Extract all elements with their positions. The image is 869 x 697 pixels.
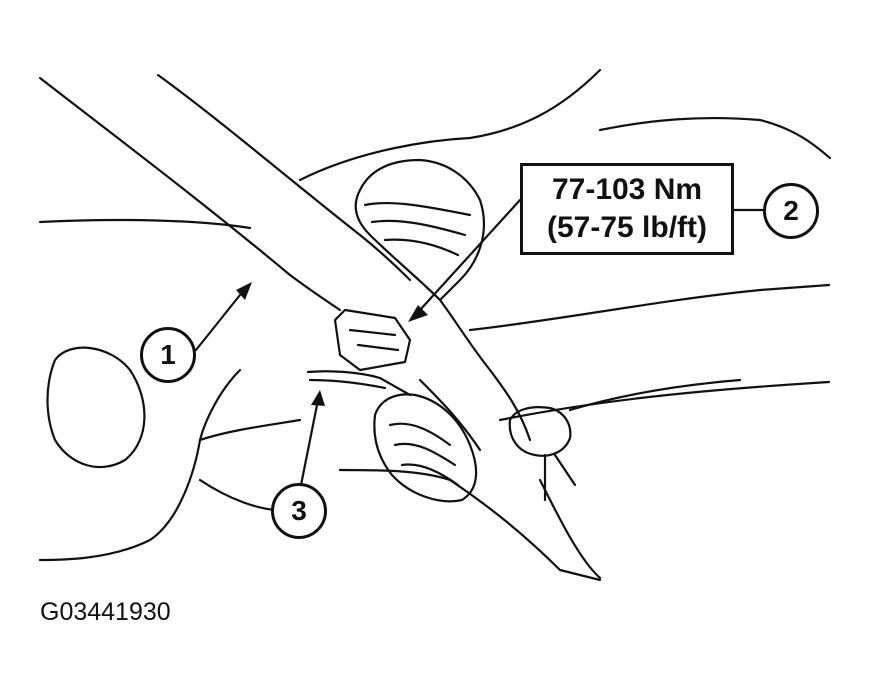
callout-2: 2: [763, 183, 819, 239]
lower-boot-rib-1: [388, 422, 452, 447]
arm-line-top: [38, 218, 252, 230]
callout-2-number: 2: [783, 195, 799, 226]
lower-boot-rib-2: [393, 442, 457, 467]
boot-rib-3: [383, 238, 460, 257]
lower-arm-line-2: [538, 478, 602, 580]
wrench-handle-top: [38, 76, 342, 312]
cotter-pin-2: [308, 378, 387, 390]
knuckle: [438, 298, 532, 442]
socket-inner-2: [356, 343, 400, 352]
lower-contour: [38, 368, 242, 562]
figure-id: G03441930: [40, 598, 171, 626]
lower-arm-line: [338, 468, 602, 582]
callout-3-number: 3: [291, 495, 307, 526]
torque-imperial: (57-75 lb/ft): [546, 211, 708, 244]
callout-3: 3: [271, 483, 327, 539]
leader-1: [194, 293, 242, 352]
callout-1-number: 1: [160, 339, 176, 370]
torque-metric: 77-103 Nm: [551, 173, 703, 206]
lower-boot: [373, 393, 478, 503]
arm-line-right-bottom: [498, 380, 831, 422]
lower-contour-2: [198, 418, 302, 442]
body-outline-right: [598, 116, 832, 160]
lower-arm-outline: [198, 478, 282, 512]
body-outline-upper: [298, 68, 602, 182]
socket: [333, 308, 412, 372]
leader-2: [418, 198, 522, 312]
knuckle-2: [418, 378, 482, 452]
torque-spec-box: 77-103 Nm (57-75 lb/ft): [520, 163, 734, 255]
lower-boot-rib-3: [400, 463, 460, 487]
tie-rod-line: [568, 378, 742, 412]
boot-rib-1: [363, 201, 472, 217]
wrench-handle-bottom: [156, 73, 412, 282]
tie-rod-end: [508, 406, 572, 457]
arrow-head-2: [408, 305, 428, 322]
socket-inner: [348, 328, 397, 337]
arm-line-right-top: [468, 283, 831, 332]
leader-3: [298, 398, 320, 492]
arrow-head-1: [236, 282, 252, 300]
cotter-pin: [306, 370, 412, 397]
callout-1: 1: [140, 327, 196, 383]
hub-lobe: [46, 346, 146, 469]
upper-boot: [354, 158, 485, 302]
boot-rib-2: [370, 219, 467, 237]
arrow-head-3: [311, 390, 325, 406]
tie-rod-stud-2: [553, 453, 577, 487]
